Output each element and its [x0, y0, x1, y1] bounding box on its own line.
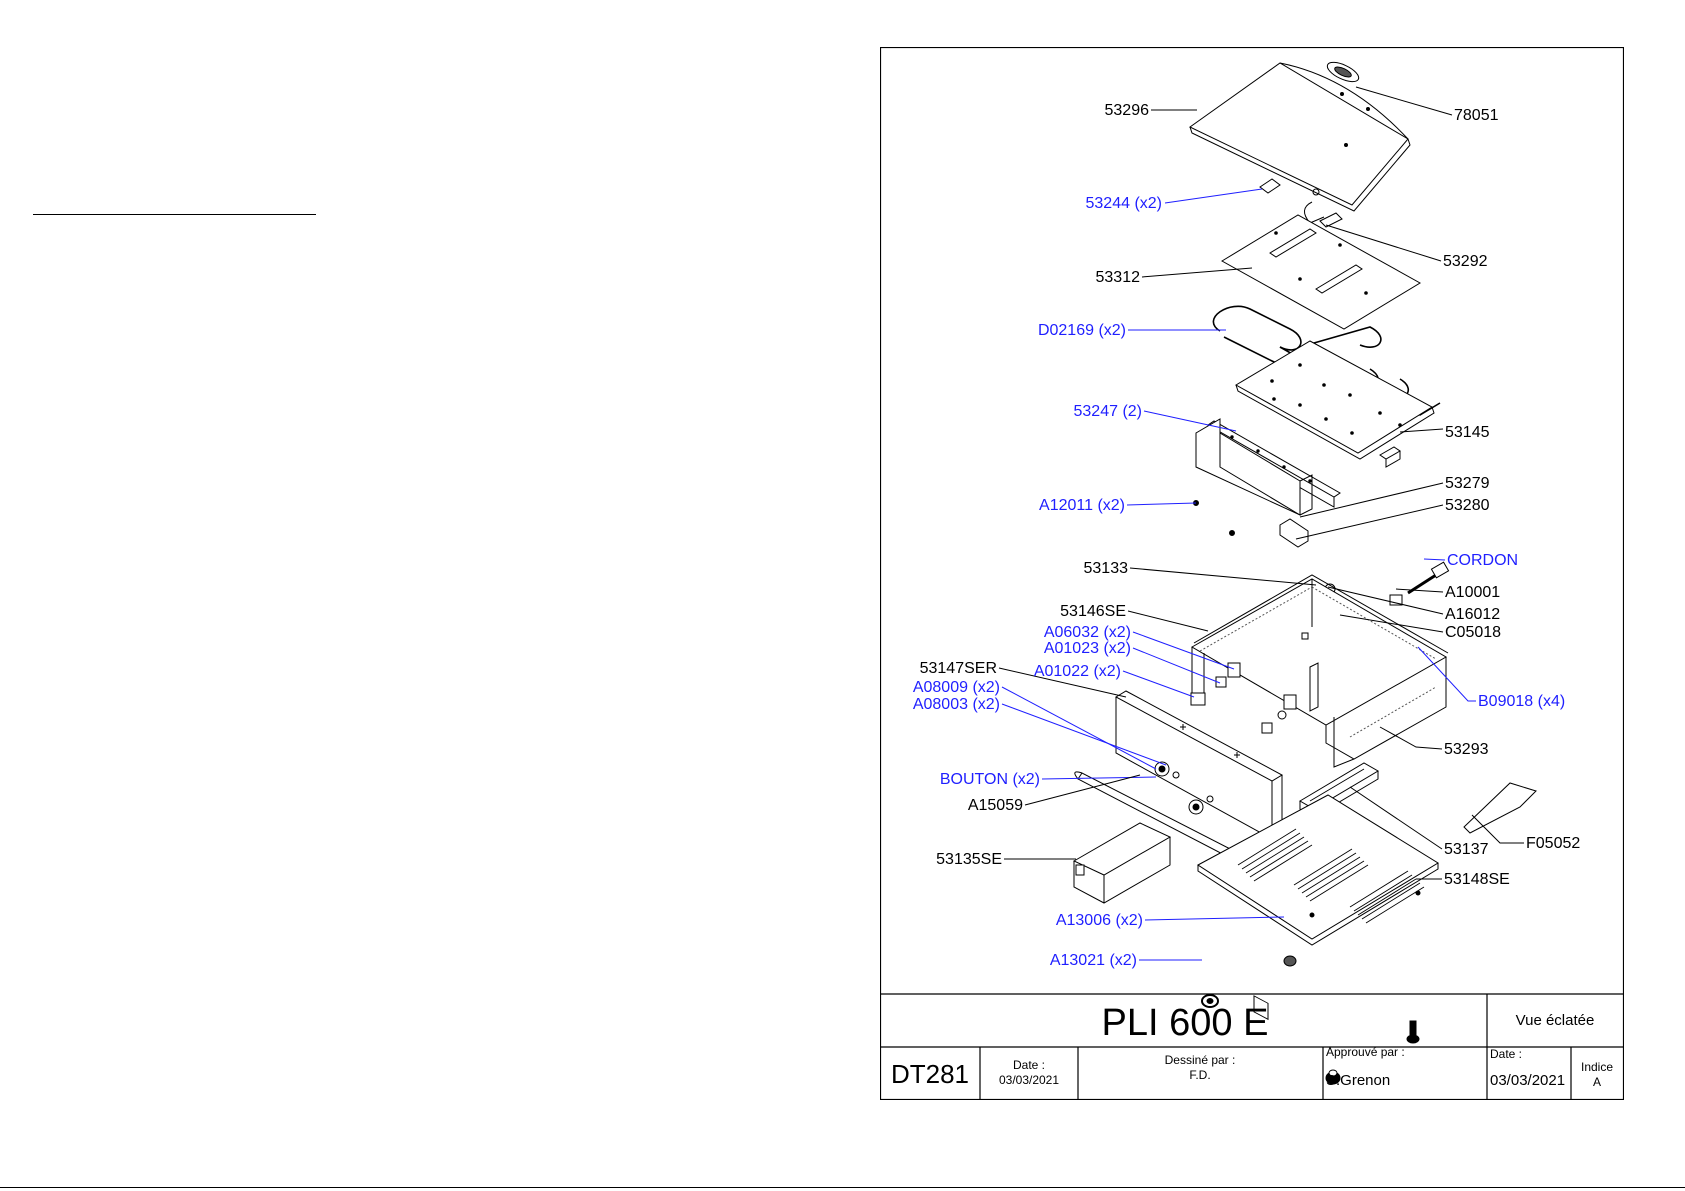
callout-53244: 53244 (x2)	[1086, 195, 1163, 212]
part-A01023	[1215, 676, 1227, 688]
top-left-rule	[33, 214, 316, 215]
callout-53296: 53296	[1105, 102, 1150, 119]
callout-bouton: BOUTON (x2)	[940, 771, 1040, 788]
callout-53147SER: 53147SER	[920, 660, 997, 677]
drawing-title: PLI 600 E	[1102, 1002, 1269, 1044]
callout-A01023: A01023 (x2)	[1044, 640, 1131, 657]
callout-53247: 53247 (2)	[1074, 403, 1143, 420]
callout-53146SE: 53146SE	[1060, 603, 1126, 620]
callout-53279: 53279	[1445, 475, 1490, 492]
approved-by-value: S.Grenon	[1326, 1072, 1390, 1089]
part-53135SE-tray	[1072, 822, 1172, 904]
callout-labels: 78051 53296 53244 (x2) 53292 53312 D0216…	[913, 102, 1581, 969]
exploded-view-drawing: 78051 53296 53244 (x2) 53292 53312 D0216…	[880, 47, 1624, 1100]
drawn-by-label: Dessiné par :	[1165, 1053, 1236, 1067]
callout-D02169: D02169 (x2)	[1038, 322, 1126, 339]
callout-53293: 53293	[1444, 741, 1489, 758]
callout-53145: 53145	[1445, 424, 1490, 441]
callout-F05052: F05052	[1526, 835, 1580, 852]
callout-A15059: A15059	[968, 797, 1023, 814]
document-number: DT281	[891, 1059, 969, 1089]
part-53146SE-frame	[1190, 574, 1449, 768]
part-53148SE-base	[1197, 794, 1439, 946]
callout-53312: 53312	[1096, 269, 1141, 286]
part-53145-plate	[1234, 340, 1435, 460]
part-cordon-cord	[1407, 561, 1450, 595]
callout-A13006: A13006 (x2)	[1056, 912, 1143, 929]
callout-A13021: A13021 (x2)	[1050, 952, 1137, 969]
part-A13006-foot	[1283, 955, 1297, 967]
callout-53137: 53137	[1444, 841, 1489, 858]
callout-53135SE: 53135SE	[936, 851, 1002, 868]
date2-label: Date :	[1490, 1047, 1522, 1061]
callout-78051: 78051	[1454, 107, 1499, 124]
callout-A10001: A10001	[1445, 584, 1500, 601]
part-top-plate	[1189, 62, 1411, 212]
part-A01022	[1190, 692, 1206, 706]
bottom-rule	[0, 1187, 1685, 1188]
part-A06032-switch	[1227, 662, 1241, 678]
part-53244-bracket	[1259, 178, 1281, 194]
callout-A16012: A16012	[1445, 606, 1500, 623]
callout-53148SE: 53148SE	[1444, 871, 1510, 888]
index-label: Indice	[1581, 1060, 1613, 1074]
part-53312-plate	[1221, 214, 1421, 330]
title-block: PLI 600 E Vue éclatée DT281 Date : 03/03…	[880, 993, 1624, 1100]
callout-53133: 53133	[1084, 560, 1129, 577]
callout-A01022: A01022 (x2)	[1034, 663, 1121, 680]
parts-sketch	[1072, 61, 1537, 1085]
part-53147SER-panel	[1114, 690, 1284, 1021]
callout-A08003: A08003 (x2)	[913, 696, 1000, 713]
view-type: Vue éclatée	[1516, 1012, 1595, 1029]
callout-53280: 53280	[1445, 497, 1490, 514]
callout-B09018: B09018 (x4)	[1478, 693, 1565, 710]
part-F05052-scraper	[1463, 782, 1537, 834]
drawn-by-value: F.D.	[1189, 1068, 1210, 1082]
callout-C05018: C05018	[1445, 624, 1501, 641]
date2-value: 03/03/2021	[1490, 1072, 1565, 1089]
date-value: 03/03/2021	[999, 1073, 1059, 1087]
callout-A08009: A08009 (x2)	[913, 679, 1000, 696]
drawing-frame	[880, 47, 1624, 1100]
leader-lines	[998, 86, 1524, 961]
date-label: Date :	[1013, 1058, 1045, 1072]
part-A10001	[1389, 594, 1403, 606]
approved-by-label: Approuvé par :	[1326, 1045, 1405, 1059]
callout-53292: 53292	[1443, 253, 1488, 270]
callout-cordon: CORDON	[1447, 552, 1518, 569]
drawing-canvas: 78051 53296 53244 (x2) 53292 53312 D0216…	[880, 47, 1624, 1100]
part-53279-housing	[1193, 418, 1313, 548]
callout-A06032: A06032 (x2)	[1044, 624, 1131, 641]
callout-A12011: A12011 (x2)	[1039, 497, 1125, 514]
index-value: A	[1593, 1075, 1601, 1089]
